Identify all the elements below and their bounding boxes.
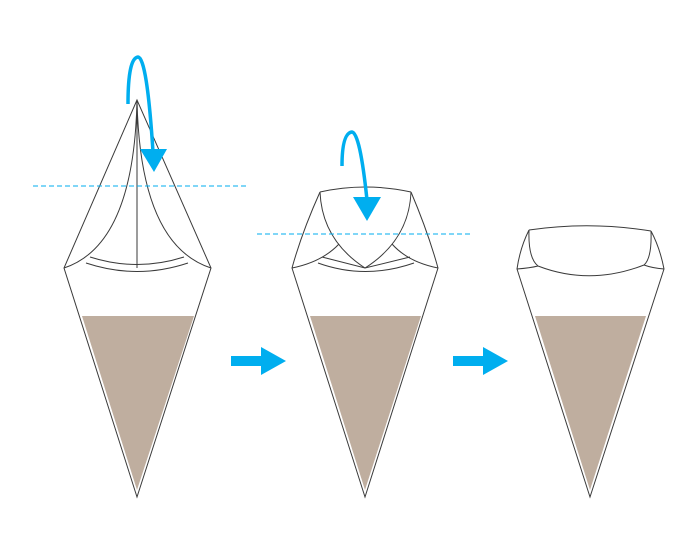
fold-crease-right <box>364 191 412 269</box>
cone-outline <box>291 191 439 499</box>
cone-contents <box>535 316 646 490</box>
side-crease-right <box>643 264 665 270</box>
right-arrow-icon <box>231 347 286 375</box>
fold-down-arrowhead <box>353 197 381 221</box>
cone-contents <box>82 316 194 490</box>
rim-arc <box>537 264 645 277</box>
fold-crease-right <box>643 230 652 266</box>
cone-step-3 <box>516 225 665 499</box>
folded-top-edge <box>528 225 652 232</box>
fold-crease-left <box>63 99 138 269</box>
fold-down-arrowhead <box>140 149 167 172</box>
rim-arc-outer <box>85 262 189 272</box>
rim-arc-inner <box>321 256 411 269</box>
cone-outline <box>63 98 212 499</box>
rim-arc-inner <box>89 256 185 265</box>
cone-outline <box>516 229 665 499</box>
side-crease-right <box>391 243 439 269</box>
fold-down-arrow-icon <box>340 130 369 201</box>
side-crease-left <box>291 243 340 269</box>
right-arrow-icon <box>453 347 508 375</box>
fold-crease-right <box>136 99 212 269</box>
cone-contents <box>310 316 421 490</box>
side-crease-left <box>516 265 539 270</box>
rim-arc-outer <box>317 262 415 272</box>
cone-step-2 <box>257 130 470 499</box>
cone-step-1 <box>33 55 247 499</box>
fold-crease-left <box>319 191 366 269</box>
fold-down-arrow-icon <box>126 55 155 153</box>
fold-crease-left <box>528 229 539 267</box>
